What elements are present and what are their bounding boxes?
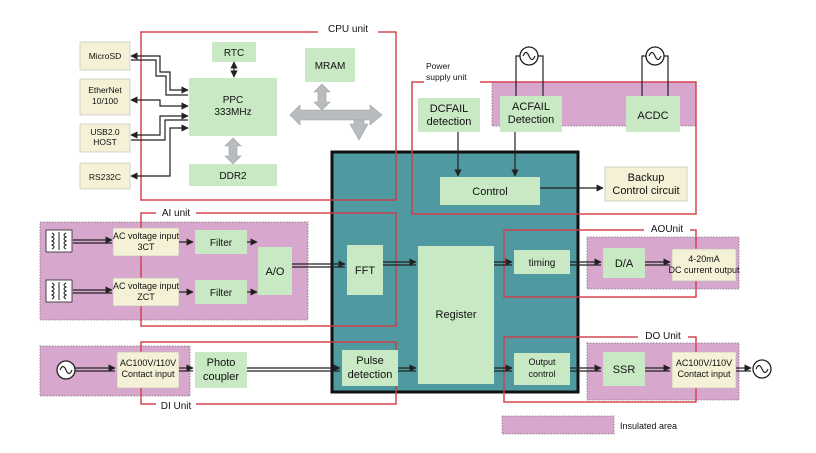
fft-label: FFT <box>355 265 375 277</box>
ssr-block <box>603 352 645 386</box>
mram-bus-arrow <box>313 83 331 111</box>
timing-block <box>514 250 570 274</box>
ppc-block <box>189 78 277 136</box>
ac-input-3ct-block <box>112 227 180 257</box>
mram-label: MRAM <box>315 61 346 72</box>
pulse-detection-block <box>342 350 398 386</box>
rtc-block <box>212 42 256 62</box>
ao-unit-label: AOUnit <box>651 224 683 235</box>
ai-unit-label: AI unit <box>162 208 191 219</box>
output-control-block <box>514 353 570 385</box>
fft-block <box>347 245 383 295</box>
da-converter-label: D/A <box>615 258 634 270</box>
bus-arrows <box>224 83 383 165</box>
acdc-block <box>626 96 680 132</box>
legend: Insulated area <box>501 415 677 435</box>
di-unit-label-bg <box>156 400 196 412</box>
register-block <box>418 246 494 384</box>
da-converter-block <box>603 248 645 278</box>
cpu-unit-label-bg <box>318 21 378 35</box>
ssr-label: SSR <box>613 364 636 376</box>
usb-block <box>79 123 131 153</box>
core-bus-arrow <box>349 119 369 141</box>
di-unit-label: DI Unit <box>161 401 192 412</box>
ct-transformer-icon <box>45 279 73 303</box>
ddr2-block <box>189 164 277 186</box>
acdc-label: ACDC <box>637 110 668 122</box>
ac-source-icon <box>519 46 539 66</box>
cpu-wiring <box>130 52 238 180</box>
rtc-label: RTC <box>224 48 244 59</box>
filter-1-label: Filter <box>210 238 233 249</box>
control-block <box>440 177 540 205</box>
power-unit-label-bg <box>424 59 480 85</box>
control-label: Control <box>472 186 507 198</box>
register-label: Register <box>436 309 477 321</box>
filter-2-label: Filter <box>210 288 233 299</box>
filter-2-block <box>195 280 247 304</box>
ac-source-icon <box>752 359 772 379</box>
timing-label: timing <box>529 258 556 269</box>
rs232c-block <box>79 162 131 190</box>
ac-input-zct-block <box>112 277 180 307</box>
ad-converter-label: A/O <box>266 266 285 278</box>
ao-unit-label-bg <box>644 223 690 235</box>
microsd-block <box>79 41 131 71</box>
photo-coupler-block <box>195 352 247 388</box>
do-unit-label: DO Unit <box>645 331 681 342</box>
mram-block <box>305 48 355 82</box>
microsd-label: MicroSD <box>89 51 122 61</box>
ai-unit-label-bg <box>156 207 196 219</box>
backup-block <box>604 166 688 202</box>
acfail-block <box>500 96 562 132</box>
filter-1-block <box>195 230 247 254</box>
ac-source-icon <box>645 46 665 66</box>
ct-transformer-icon <box>45 229 73 253</box>
legend-swatch <box>501 415 615 435</box>
ad-converter-block <box>258 247 292 295</box>
dcfail-block <box>418 98 480 132</box>
do-unit-label-bg <box>638 330 688 342</box>
ddr2-label: DDR2 <box>219 171 247 182</box>
contact-output-block <box>671 351 737 389</box>
ai-unit-border <box>140 212 397 327</box>
ethernet-block <box>79 78 131 116</box>
ac-source-icon <box>56 360 76 380</box>
current-output-block <box>671 248 737 282</box>
power-unit-border <box>411 81 697 215</box>
rs232c-label: RS232C <box>89 172 121 182</box>
contact-input-block <box>116 351 180 389</box>
cpu-unit-label: CPU unit <box>328 24 368 35</box>
legend-label: Insulated area <box>620 421 677 431</box>
